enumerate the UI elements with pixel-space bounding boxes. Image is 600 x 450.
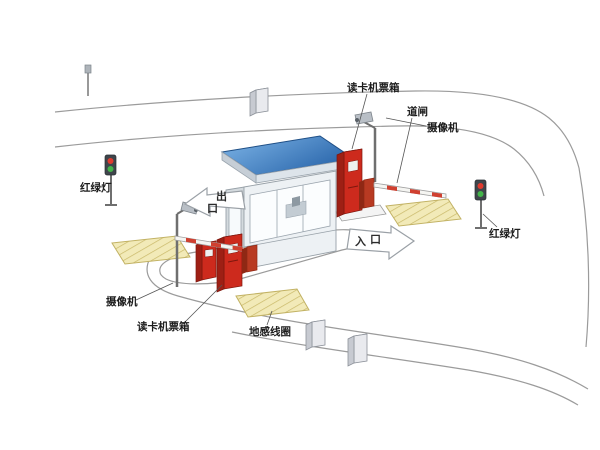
ticket-machine-entrance [336, 148, 363, 218]
right-road-edge [578, 167, 590, 348]
ground-coils [111, 198, 462, 318]
pillar-top [249, 87, 269, 117]
camera-icon [354, 111, 374, 125]
barrier-post [246, 244, 258, 273]
booth-roof-fascia-left [221, 151, 257, 184]
label-ticket-box-bottom: 读卡机票箱 [137, 320, 190, 333]
leader-camera-left [135, 282, 174, 301]
label-ticket-box-top: 读卡机票箱 [347, 81, 400, 94]
traffic-light-entrance [474, 179, 487, 229]
leader-ground-coil [266, 310, 273, 326]
label-camera-right: 摄像机 [427, 121, 459, 134]
exit-arrow-label-bottom: 口 [207, 202, 218, 215]
green-lamp [107, 166, 114, 172]
red-lamp [477, 183, 484, 189]
label-traffic-light-left: 红绿灯 [80, 181, 112, 194]
ticket-machine-screen [204, 248, 214, 258]
label-traffic-light-right: 红绿灯 [489, 227, 521, 240]
leader-ticket-box-top [351, 93, 368, 150]
barrier-gate-exit [174, 235, 258, 274]
booth-monitor [292, 196, 300, 207]
ticket-machine-exit-small [195, 240, 217, 283]
leader-traffic-light-right [482, 213, 498, 228]
entrance-arrow-label-right: 口 [370, 233, 381, 246]
ticket-machine-screen [347, 159, 359, 173]
label-camera-left: 摄像机 [106, 295, 138, 308]
pillar-bottom-2 [347, 333, 368, 367]
ticket-machine-exit-tall [216, 233, 243, 293]
street-pole [84, 64, 92, 96]
guard-booth [220, 135, 356, 273]
exit-arrow: 出 口 [183, 186, 246, 217]
top-road-lower-edge [54, 125, 545, 197]
ground-coil-exit [111, 235, 191, 265]
barrier-gate-entrance [359, 177, 447, 210]
leader-camera-right [385, 117, 427, 127]
camera-lens [355, 118, 359, 122]
pillar-bottom-1 [305, 319, 326, 351]
bottom-road-lower-edge [231, 331, 579, 406]
exit-arrow-label-top: 出 [216, 189, 227, 203]
entrance-arrow: 入 口 [346, 224, 416, 261]
top-road-upper-edge [54, 90, 580, 169]
traffic-light-exit [104, 154, 117, 206]
green-lamp [477, 191, 484, 197]
bottom-road-upper-edge [146, 257, 589, 390]
ground-coil-entrance [385, 198, 462, 227]
leader-ticket-box-bottom [182, 284, 223, 325]
red-lamp [107, 158, 114, 164]
leader-barrier-gate [396, 117, 413, 184]
barrier-post [363, 177, 375, 209]
text-labels: 读卡机票箱 道闸 摄像机 红绿灯 红绿灯 摄像机 读卡机票箱 地感线圈 [80, 81, 521, 338]
leader-lines [135, 93, 498, 326]
label-barrier-gate: 道闸 [407, 105, 428, 118]
street-pole-head [84, 64, 92, 74]
entrance-arrow-label-left: 入 [355, 235, 366, 248]
ground-coil-bottom [235, 288, 310, 318]
label-ground-coil: 地感线圈 [249, 325, 291, 338]
